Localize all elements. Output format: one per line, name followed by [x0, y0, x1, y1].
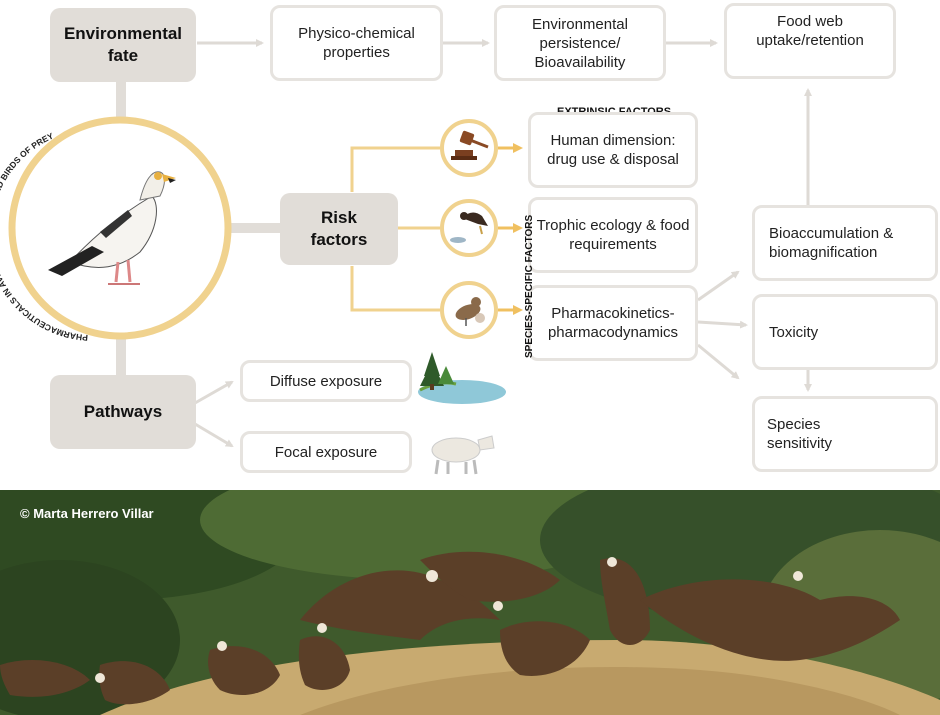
vultures-photo-illustration: [0, 490, 940, 715]
cow-icon: [431, 435, 495, 475]
circle-label-svg: PHARMACEUTICALS IN AVIAN SCAVENGERS AND …: [0, 130, 88, 343]
risk-branch-top: [350, 146, 440, 192]
focal-exposure-label: Focal exposure: [274, 443, 378, 461]
icon-circle-gavel: [440, 119, 498, 177]
physico-chemical-label: Physico-chemical properties: [298, 25, 415, 61]
photo-credit: © Marta Herrero Villar: [20, 506, 154, 521]
toxicity-box: Toxicity: [752, 294, 938, 370]
diffuse-exposure-label: Diffuse exposure: [269, 372, 383, 390]
egyptian-vulture-illustration: [48, 171, 176, 285]
pathways-label: Pathways: [83, 402, 163, 421]
vultures-photo: [0, 490, 940, 715]
focal-exposure-box: Focal exposure: [240, 431, 412, 473]
species-sensitivity-box: Species sensitivity: [752, 396, 938, 472]
bioaccumulation-box: Bioaccumulation & biomagnification: [752, 205, 938, 281]
diffuse-exposure-box: Diffuse exposure: [240, 360, 412, 402]
trophic-ecology-label: Trophic ecology & food requirements: [536, 217, 690, 253]
risk-factors-label: Risk factors: [310, 208, 368, 249]
species-specific-header: SPECIES-SPECIFIC FACTORS: [524, 214, 535, 358]
risk-factors-box: Risk factors: [280, 193, 398, 265]
trees-lake-icon: [418, 352, 506, 404]
env-persistence-label: Environmental persistence/ Bioavailabili…: [532, 15, 628, 71]
pathways-box: Pathways: [50, 375, 196, 449]
human-dimension-box: Human dimension: drug use & disposal: [528, 112, 698, 188]
risk-branch-bottom: [350, 266, 440, 312]
icon-circle-bird-eating: [440, 199, 498, 257]
environmental-fate-label: Environmental fate: [63, 24, 183, 65]
physico-chemical-box: Physico-chemical properties: [270, 5, 443, 81]
human-dimension-label: Human dimension: drug use & disposal: [547, 132, 679, 168]
environmental-fate-box: Environmental fate: [50, 8, 196, 82]
bioaccumulation-label: Bioaccumulation & biomagnification: [769, 225, 894, 261]
env-persistence-box: Environmental persistence/ Bioavailabili…: [494, 5, 666, 81]
species-sensitivity-label: Species sensitivity: [767, 416, 833, 452]
pharmacokinetics-label: Pharmacokinetics- pharmacodynamics: [547, 305, 679, 341]
pharmacokinetics-box: Pharmacokinetics- pharmacodynamics: [528, 285, 698, 361]
trophic-ecology-box: Trophic ecology & food requirements: [528, 197, 698, 273]
bird-eating-icon: [450, 212, 488, 243]
toxicity-label: Toxicity: [769, 323, 819, 341]
food-web-label: Food web uptake/retention: [756, 13, 864, 49]
gavel-icon: [451, 130, 489, 160]
food-web-box: Food web uptake/retention: [724, 3, 896, 79]
svg-text:PHARMACEUTICALS IN AVIAN SCAVE: PHARMACEUTICALS IN AVIAN SCAVENGERS AND …: [0, 130, 88, 343]
circle-label: PHARMACEUTICALS IN AVIAN SCAVENGERS AND …: [0, 130, 88, 343]
sick-bird-icon: [455, 297, 485, 326]
